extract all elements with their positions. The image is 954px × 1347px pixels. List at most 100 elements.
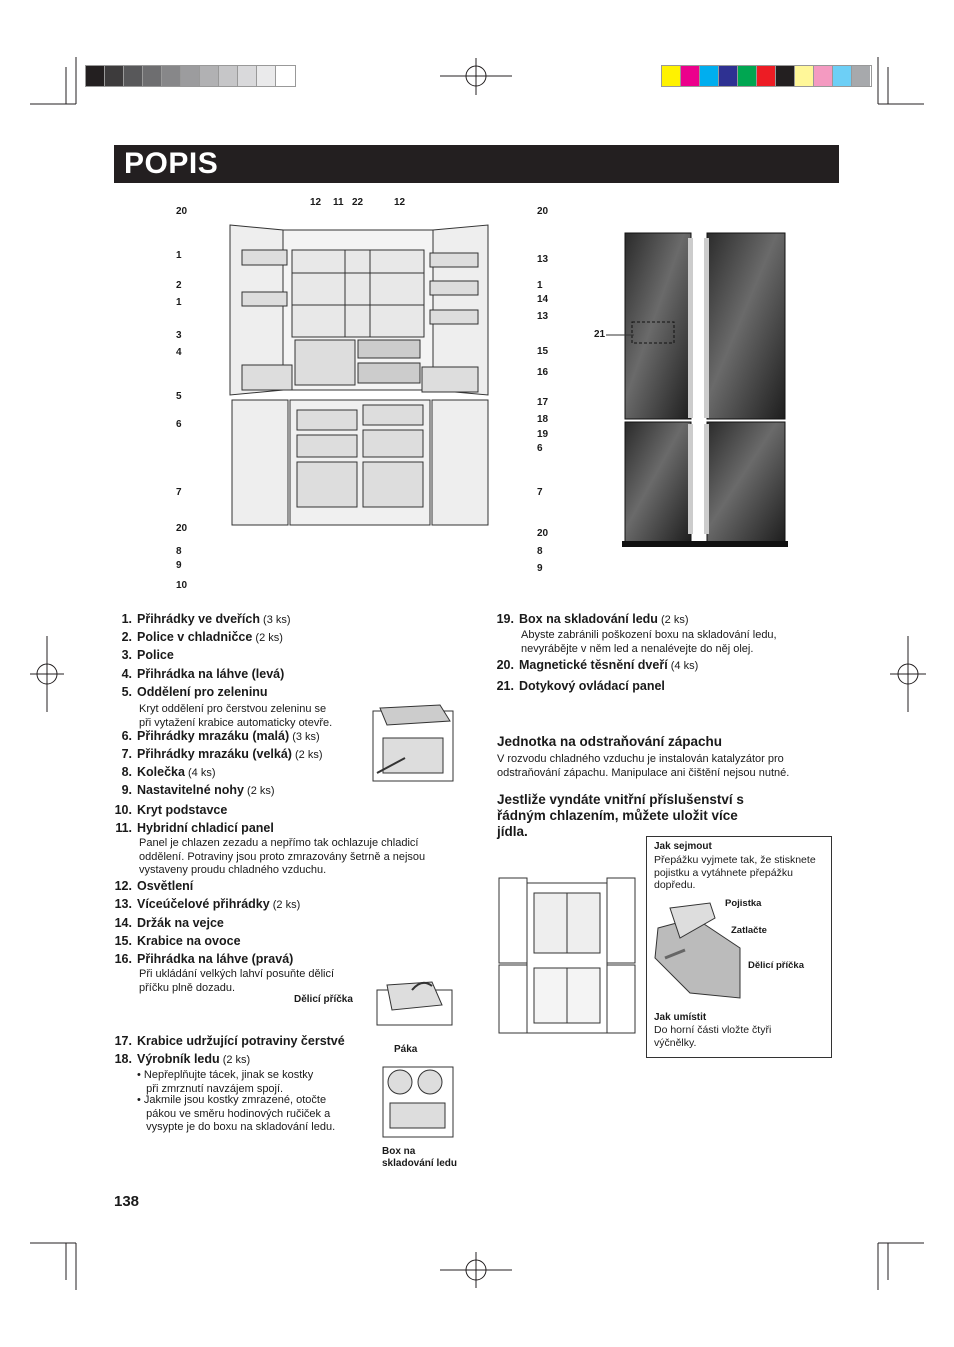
gray-color-bar xyxy=(85,65,296,87)
caption-ice-box: Box na skladování ledu xyxy=(382,1146,458,1169)
place-title: Jak umístit xyxy=(654,1012,707,1023)
item-title: Víceúčelové přihrádky xyxy=(137,897,270,911)
callout-top: 11 xyxy=(333,197,344,208)
item-number: 15. xyxy=(114,934,132,948)
callout-top: 12 xyxy=(310,197,322,208)
callout-left: 8 xyxy=(176,546,182,557)
deodorizer-text: V rozvodu chladného vzduchu je instalová… xyxy=(497,753,790,779)
color-swatch xyxy=(237,65,258,87)
callout-right: 20 xyxy=(537,528,549,539)
legend-item: 3.Police xyxy=(108,648,174,662)
item-title: Box na skladování ledu xyxy=(519,612,658,626)
item-number: 6. xyxy=(121,729,132,743)
item-number: 16. xyxy=(114,952,132,966)
legend-item: 2. Police v chladničce (2 ks) xyxy=(108,630,283,644)
item-title: Krabice na ovoce xyxy=(137,934,241,948)
legend-item: 4.Přihrádka na láhve (levá) xyxy=(108,667,285,681)
deodorizer-heading: Jednotka na odstraňování zápachu xyxy=(497,734,723,749)
color-swatch xyxy=(756,65,777,87)
item-title: Přihrádky mrazáku (malá) xyxy=(137,729,290,743)
divider-instructions-box xyxy=(646,836,832,1058)
callout-right: 13 xyxy=(537,311,549,322)
color-swatch xyxy=(104,65,125,87)
legend-item: 17.Krabice udržující potraviny čerstvé xyxy=(108,1034,345,1048)
note-16: Při ukládání velkých lahví posuňte dělic… xyxy=(139,968,335,994)
color-swatch xyxy=(661,65,682,87)
callout-left: 4 xyxy=(176,347,182,358)
caption-push: Zatlačte xyxy=(731,925,767,936)
color-swatch xyxy=(737,65,758,87)
page-number: 138 xyxy=(114,1193,140,1210)
item-number: 21. xyxy=(496,679,514,693)
note-5: Kryt oddělení pro čerstvou zeleninu se p… xyxy=(139,703,333,729)
item-title: Přihrádka na láhve (pravá) xyxy=(137,952,294,966)
legend-item: 19.Box na skladování ledu (2 ks) xyxy=(490,612,689,626)
legend-item: 18. Výrobník ledu (2 ks) xyxy=(108,1052,251,1066)
callout-21-line xyxy=(606,334,634,336)
color-swatch xyxy=(832,65,853,87)
item-title: Držák na vejce xyxy=(137,916,224,930)
callout-top: 22 xyxy=(352,197,364,208)
item-number: 7. xyxy=(121,747,132,761)
legend-item: 7.Přihrádky mrazáku (velká) (2 ks) xyxy=(108,747,323,761)
divider-image xyxy=(654,902,741,999)
callout-right: 1 xyxy=(537,280,543,291)
caption-divider: Dělicí příčka xyxy=(294,994,353,1005)
callout-right: 6 xyxy=(537,443,543,454)
callout-left: 3 xyxy=(176,330,182,341)
callout-right: 19 xyxy=(537,429,549,440)
note-18a: • Nepřeplňujte tácek, jinak se kostky př… xyxy=(137,1069,314,1095)
item-title: Kolečka xyxy=(137,765,185,779)
vegetable-compartment-image xyxy=(372,704,454,782)
item-quantity: (2 ks) xyxy=(269,899,301,911)
item-number: 20. xyxy=(496,658,514,672)
callout-left: 10 xyxy=(176,580,188,591)
legend-item: 16. Přihrádka na láhve (pravá) xyxy=(108,952,294,966)
item-number: 18. xyxy=(114,1052,132,1066)
item-number: 2. xyxy=(121,630,132,644)
item-title: Oddělení pro zeleninu xyxy=(137,685,268,699)
note-19: Abyste zabránili poškození boxu na sklad… xyxy=(521,629,777,655)
legend-item: 11.Hybridní chladicí panel xyxy=(108,821,274,835)
item-quantity: (2 ks) xyxy=(219,1054,251,1066)
item-title: Krabice udržující potraviny čerstvé xyxy=(137,1034,345,1048)
callout-21: 21 xyxy=(594,329,606,340)
item-number: 10. xyxy=(114,803,132,817)
item-quantity: (2 ks) xyxy=(243,785,275,797)
callout-right: 9 xyxy=(537,563,543,574)
callout-top: 12 xyxy=(394,197,406,208)
item-title: Police v chladničce xyxy=(137,630,253,644)
item-title: Dotykový ovládací panel xyxy=(519,679,665,693)
color-swatch xyxy=(256,65,277,87)
callout-right: 15 xyxy=(537,346,549,357)
item-title: Výrobník ledu xyxy=(137,1052,220,1066)
item-quantity: (3 ks) xyxy=(259,614,291,626)
color-swatch xyxy=(699,65,720,87)
legend-item: 10.Kryt podstavce xyxy=(108,803,228,817)
remove-text: Přepážku vyjmete tak, že stisknete pojis… xyxy=(654,854,816,891)
note-18b: • Jakmile jsou kostky zmrazené, otočte p… xyxy=(137,1094,336,1133)
legend-item: 12.Osvětlení xyxy=(108,879,194,893)
place-text: Do horní části vložte čtyři výčnělky. xyxy=(654,1024,772,1049)
color-swatch xyxy=(123,65,144,87)
color-swatch xyxy=(275,65,296,87)
color-swatch xyxy=(85,65,106,87)
callout-right: 13 xyxy=(537,254,549,265)
item-number: 9. xyxy=(121,783,132,797)
callout-right: 16 xyxy=(537,367,549,378)
item-quantity: (2 ks) xyxy=(291,749,323,761)
item-number: 4. xyxy=(121,667,132,681)
caption-divider-2: Dělicí příčka xyxy=(748,960,804,971)
legend-item: 14.Držák na vejce xyxy=(108,916,224,930)
item-number: 3. xyxy=(121,648,132,662)
item-title: Magnetické těsnění dveří xyxy=(519,658,668,672)
item-quantity: (2 ks) xyxy=(252,632,283,644)
legend-item: 21. Dotykový ovládací panel xyxy=(490,679,665,693)
callout-left: 6 xyxy=(176,419,182,430)
item-title: Nastavitelné nohy xyxy=(137,783,244,797)
callout-right: 14 xyxy=(537,294,549,305)
item-title: Hybridní chladicí panel xyxy=(137,821,274,835)
storage-heading: Jestliže vyndáte vnitřní příslušenství s… xyxy=(497,792,744,839)
remove-title: Jak sejmout xyxy=(654,841,712,852)
page-title: POPIS xyxy=(114,145,839,183)
